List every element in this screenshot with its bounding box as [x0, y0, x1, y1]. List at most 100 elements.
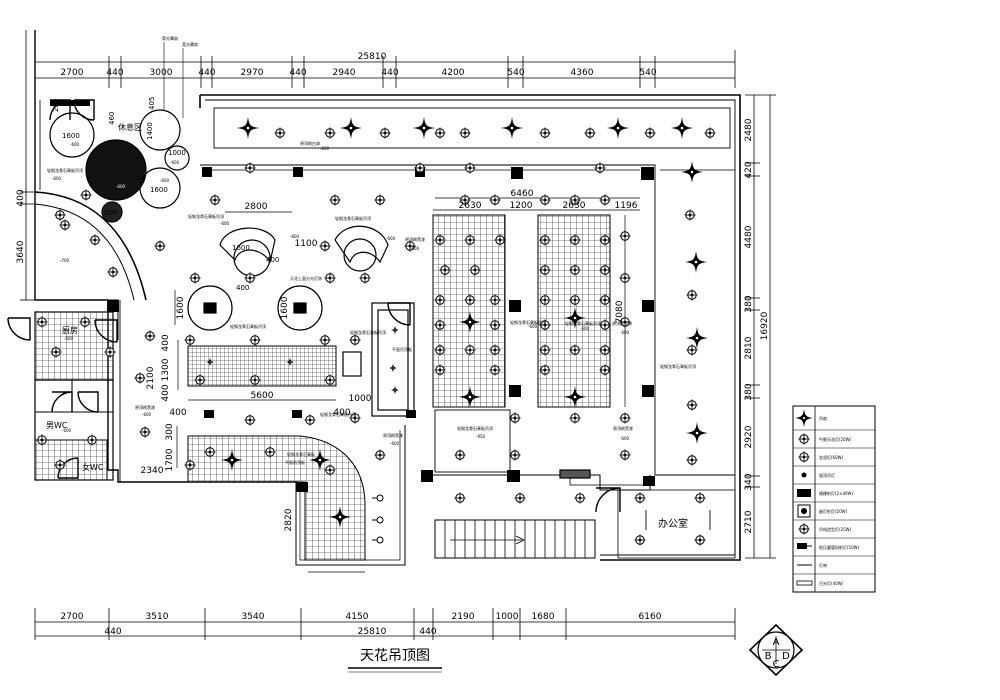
- center-dim: 400: [236, 284, 249, 292]
- bottom-dim: 2190: [452, 612, 475, 622]
- ceiling-spot-icon: [584, 127, 596, 139]
- ceiling-spot-icon: [686, 454, 698, 466]
- ceiling-spot-icon: [184, 334, 196, 346]
- ceiling-spot-icon: [489, 194, 501, 206]
- lounge-dim: 1600: [62, 132, 80, 140]
- womens-wc-label: 女WC: [82, 462, 104, 472]
- right-dim: 340: [744, 473, 754, 490]
- level-mark: -600: [386, 236, 396, 241]
- bottom-dimension-labels: 2700 3510 3540 4150 2190 1000 1680 6160 …: [61, 612, 662, 637]
- wall-lamp-icon: [801, 472, 807, 478]
- level-mark: -600: [528, 324, 538, 329]
- right-dim: 4480: [744, 225, 754, 248]
- top-total-dim: 25810: [358, 52, 387, 62]
- ceiling-spot-icon: [244, 272, 256, 284]
- doors: [7, 99, 621, 513]
- leader-note: 筒光罩扇: [162, 35, 178, 41]
- fluorescent-icon: [796, 580, 813, 586]
- top-dim: 2700: [61, 68, 84, 78]
- bottom-dim-small: 440: [419, 627, 436, 637]
- ceiling-spot-icon: [324, 272, 336, 284]
- ceiling-note: 轻钢龙骨石膏板吊顶: [457, 425, 493, 431]
- grid-ceilings: [34, 214, 611, 561]
- ceiling-spot-icon: [139, 426, 151, 438]
- ceiling-spot-icon: [509, 412, 521, 424]
- ceiling-note: 轻钢龙骨石膏板吊顶: [230, 323, 266, 329]
- lounge-round-tables: [34, 109, 190, 301]
- star-lamp-icon: [685, 421, 709, 445]
- legend-label: 日光灯(40W): [819, 580, 844, 586]
- ceiling-spot-icon: [359, 272, 371, 284]
- level-mark: -600: [290, 234, 300, 239]
- center-dim: 2100: [146, 366, 156, 389]
- center-dim: 1300: [161, 358, 171, 381]
- top-dim: 2940: [333, 68, 356, 78]
- ceiling-spot-icon: [304, 414, 316, 426]
- bottom-dim: 6160: [639, 612, 662, 622]
- ceiling-spot-icon: [134, 372, 146, 384]
- center-dim: 1600: [280, 296, 290, 319]
- drawing-title-block: 天花吊顶图: [348, 648, 442, 673]
- ceiling-note: 原顶刷白漆: [300, 140, 320, 146]
- ceiling-note: 平面吊顶板: [392, 346, 412, 352]
- hall-dim: 7080: [615, 300, 625, 323]
- ceiling-spot-icon: [619, 412, 631, 424]
- ceiling-note: 天花上面分光灯饰: [290, 275, 322, 281]
- left-dimension-chain: [20, 30, 34, 301]
- staircase: [444, 520, 586, 558]
- center-dim: 5600: [251, 391, 274, 401]
- level-mark: -600: [410, 246, 420, 251]
- legend-label: 灯带: [819, 562, 827, 568]
- ceiling-spot-icon: [694, 534, 706, 546]
- level-mark: -600: [620, 330, 630, 335]
- top-dim: 540: [507, 68, 524, 78]
- ceiling-note: 原顶刷黑漆: [613, 425, 633, 431]
- ceiling-spot-icon: [244, 414, 256, 426]
- center-dim: 2340: [141, 466, 164, 476]
- level-mark: -600: [620, 436, 630, 441]
- legend-label: 牛眼天花灯(20W): [819, 436, 852, 442]
- star-lamp-icon: [500, 116, 524, 140]
- legend-label: 金卤灯(60W): [819, 454, 844, 460]
- center-dimension-labels: 6460 2630 1200 2630 1196 7080 2800 1100 …: [141, 189, 638, 531]
- right-dim: 420: [744, 161, 754, 178]
- level-mark: -950: [476, 434, 486, 439]
- ceiling-spot-icon: [374, 449, 386, 461]
- top-dim: 4200: [442, 68, 465, 78]
- left-dim: 400: [16, 189, 26, 206]
- right-dimension-labels: 2480 420 4480 380 2810 380 2920 340 2710…: [744, 118, 770, 533]
- ceiling-spot-icon: [374, 194, 386, 206]
- star-lamp-icon: [606, 116, 630, 140]
- ceiling-note: 轻钢龙骨石膏板吊顶: [47, 167, 83, 173]
- ceiling-note: 轻钢龙骨石膏板: [287, 451, 315, 457]
- ceiling-spot-icon: [319, 240, 331, 252]
- mens-wc-label: 男WC: [46, 421, 68, 430]
- legend-label: 嵌灯射灯(20W): [819, 508, 848, 514]
- center-dim: 400: [333, 408, 350, 418]
- ceiling-spot-icon: [379, 127, 391, 139]
- lounge-dim: 1400: [146, 122, 154, 140]
- level-mark: -600: [116, 184, 126, 189]
- top-dim: 440: [289, 68, 306, 78]
- ceiling-spot-icon: [249, 334, 261, 346]
- ceiling-spot-icon: [319, 334, 331, 346]
- drawing-title: 天花吊顶图: [360, 648, 430, 664]
- right-dim: 380: [744, 295, 754, 312]
- level-mark: -600: [52, 176, 62, 181]
- hall-dim: 1196: [615, 201, 638, 211]
- bottom-total-dim: 25810: [358, 627, 387, 637]
- top-dim: 540: [639, 68, 656, 78]
- lounge-room-label: 休息区: [118, 122, 142, 132]
- center-dim: 400: [161, 384, 171, 401]
- recessed-lamp-icon: [797, 504, 811, 518]
- leader-note: 宽光罩扇: [182, 41, 198, 47]
- level-mark: -700: [60, 258, 70, 263]
- ceiling-note: 轻钢龙骨石膏板吊顶: [510, 319, 546, 325]
- bottom-dim-small: 440: [104, 627, 121, 637]
- level-mark: -600: [142, 412, 152, 417]
- hall-dim: 1200: [510, 201, 533, 211]
- star-lamp-icon: [390, 325, 400, 335]
- ceiling-spot-icon: [154, 240, 166, 252]
